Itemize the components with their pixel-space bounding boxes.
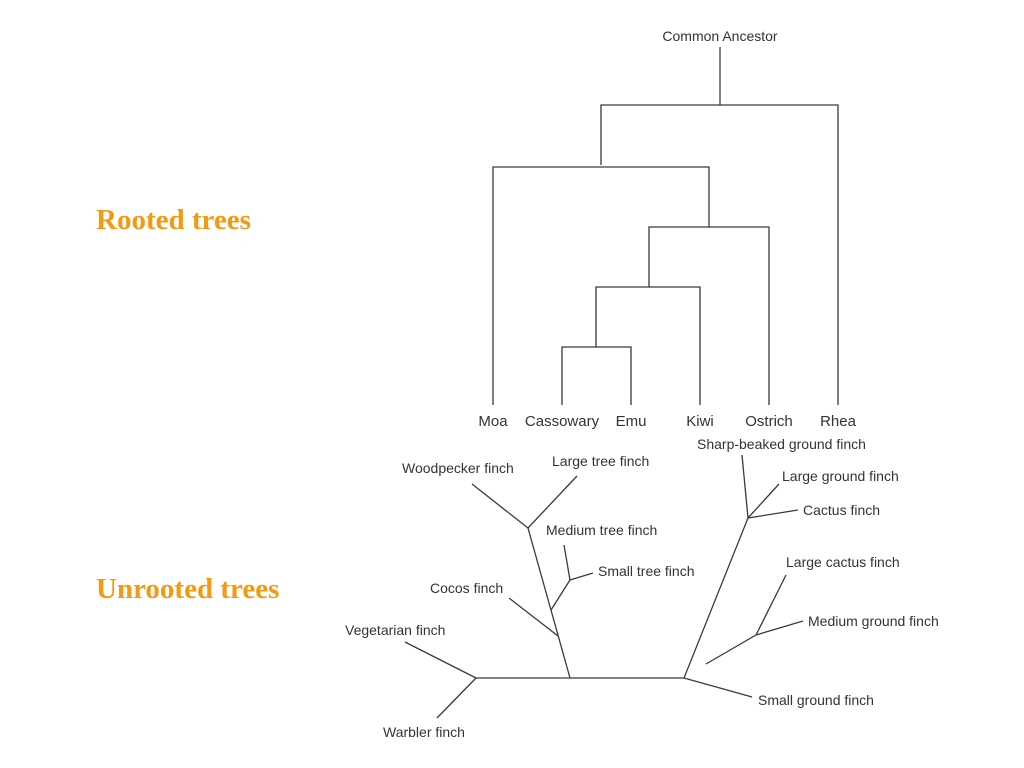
branch-medium-ground-finch	[755, 620, 804, 636]
root-label: Common Ancestor	[662, 28, 777, 44]
leaf-cassowary: Cassowary	[525, 413, 600, 430]
branch-small-tree-finch	[569, 572, 594, 581]
branch-tree-finch-stem	[527, 527, 571, 679]
branch-moa-split	[492, 166, 710, 405]
leaf-warbler-finch: Warbler finch	[383, 724, 465, 740]
leaf-cocos-finch: Cocos finch	[430, 580, 503, 596]
rooted-tree: Common Ancestor Moa Cassowary Emu Kiwi O…	[478, 28, 856, 430]
rooted-tree-branches	[492, 47, 839, 405]
branch-vegetarian-finch	[404, 641, 477, 679]
leaf-ostrich: Ostrich	[745, 413, 793, 430]
leaf-large-tree-finch: Large tree finch	[552, 453, 649, 469]
unrooted-tree-leaves: Woodpecker finch Large tree finch Medium…	[345, 436, 939, 740]
branch-woodpecker-finch	[471, 483, 529, 529]
branch-large-ground-finch	[747, 483, 780, 519]
branch-large-tree-finch	[527, 475, 578, 529]
leaf-medium-ground-finch: Medium ground finch	[808, 613, 939, 629]
branch-cassowary-emu	[561, 346, 632, 405]
unrooted-trees-heading: Unrooted trees	[96, 573, 280, 605]
leaf-moa: Moa	[478, 413, 508, 430]
branch-large-cactus-finch	[755, 574, 787, 636]
leaf-large-cactus-finch: Large cactus finch	[786, 554, 900, 570]
branch-cocos-finch	[508, 597, 559, 637]
rooted-trees-heading: Rooted trees	[96, 204, 251, 236]
leaf-kiwi: Kiwi	[686, 413, 714, 430]
leaf-woodpecker-finch: Woodpecker finch	[402, 460, 514, 476]
leaf-medium-tree-finch: Medium tree finch	[546, 522, 657, 538]
branch-ostrich-split	[648, 226, 770, 405]
branch-cactus-medium-stem	[705, 634, 757, 665]
branch-cactus-finch	[747, 509, 799, 519]
unrooted-tree-branches	[404, 454, 804, 719]
leaf-cactus-finch: Cactus finch	[803, 502, 880, 518]
branch-warbler-finch	[436, 677, 477, 719]
branch-root-split	[600, 104, 839, 405]
branch-sharp-beaked	[741, 454, 749, 519]
leaf-large-ground-finch: Large ground finch	[782, 468, 899, 484]
leaf-sharp-beaked-ground-finch: Sharp-beaked ground finch	[697, 436, 866, 452]
rooted-tree-leaves: Moa Cassowary Emu Kiwi Ostrich Rhea	[478, 413, 856, 430]
branch-medium-tree-finch	[563, 544, 571, 581]
branch-small-medium-split	[550, 579, 571, 611]
leaf-small-tree-finch: Small tree finch	[598, 563, 694, 579]
leaf-vegetarian-finch: Vegetarian finch	[345, 622, 445, 638]
branch-ground-finch-stem	[683, 517, 749, 679]
branch-small-ground-finch	[683, 677, 753, 698]
leaf-emu: Emu	[616, 413, 647, 430]
leaf-small-ground-finch: Small ground finch	[758, 692, 874, 708]
branch-kiwi-split	[595, 286, 701, 405]
unrooted-tree: Woodpecker finch Large tree finch Medium…	[345, 436, 939, 740]
leaf-rhea: Rhea	[820, 413, 857, 430]
